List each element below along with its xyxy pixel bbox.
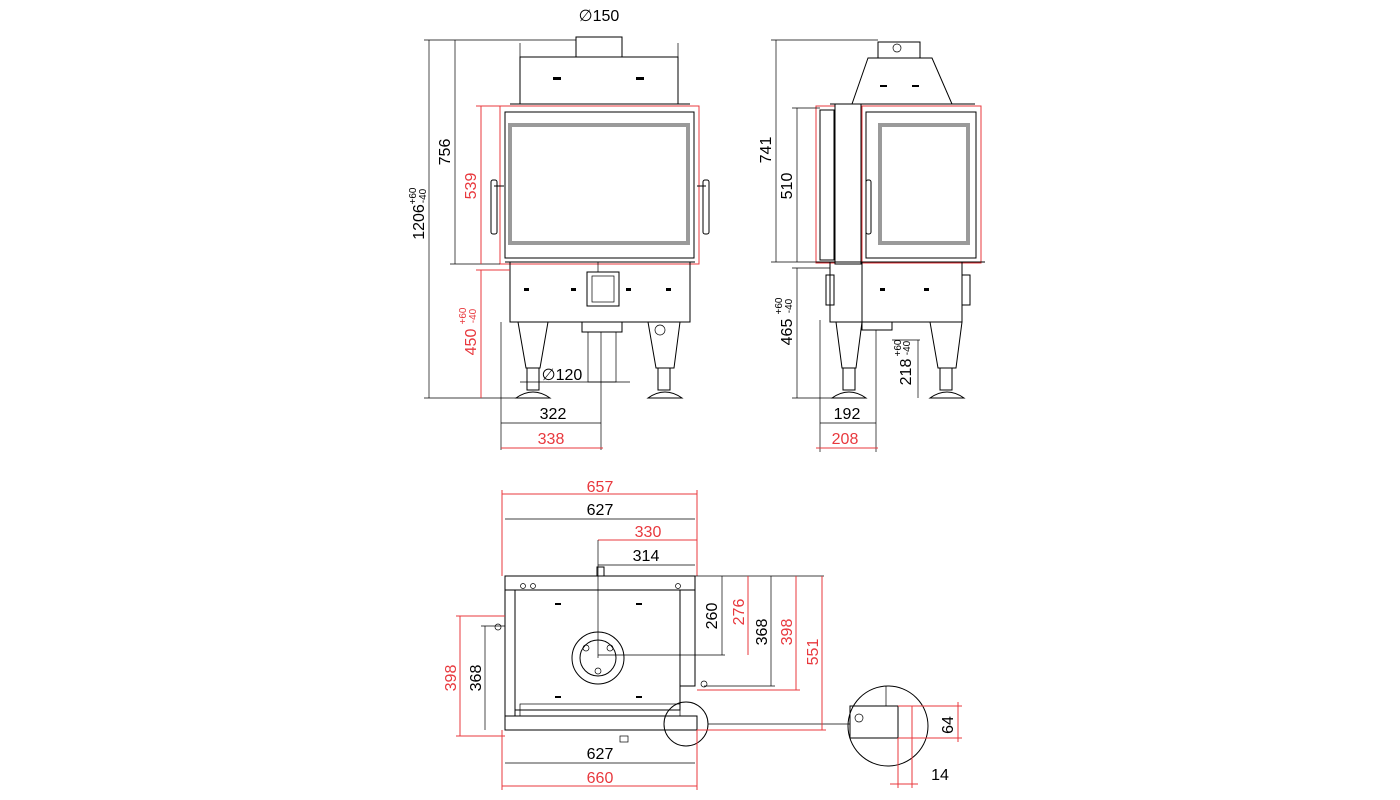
side-height-base-label: 465 <box>779 319 796 346</box>
plan-width-bottom-red-label: 660 <box>587 770 614 787</box>
front-outlet-diameter-label: ∅120 <box>542 367 583 384</box>
plan-depth-398-label: 398 <box>779 619 796 646</box>
front-height-total-tol-upper: +60 <box>408 187 419 204</box>
plan-width-top-red-label: 657 <box>587 479 614 496</box>
front-outlet-offset-black-label: 322 <box>540 406 567 423</box>
front-dimensions <box>424 39 630 450</box>
side-dimensions <box>771 39 920 452</box>
plan-dimensions <box>456 490 826 790</box>
side-height-base-tol-upper: +60 <box>774 297 785 314</box>
plan-depth-368-label: 368 <box>754 619 771 646</box>
front-height-upper-label: 756 <box>437 139 454 166</box>
side-outlet-offset-red-label: 208 <box>832 431 859 448</box>
front-height-base-label: 450 <box>463 329 480 356</box>
front-height-base-tol-upper: +60 <box>458 307 469 324</box>
side-outlet-height-tol-lower: -40 <box>902 340 913 355</box>
plan-depth-276-label: 276 <box>731 599 748 626</box>
side-height-door-label: 510 <box>779 173 796 200</box>
side-height-upper-label: 741 <box>758 137 775 164</box>
side-height-base-tol-lower: -40 <box>784 298 795 313</box>
side-view <box>815 41 985 399</box>
plan-width-bottom-black-label: 627 <box>587 746 614 763</box>
plan-left-398-label: 398 <box>443 665 460 692</box>
plan-view <box>494 566 850 747</box>
plan-depth-551-label: 551 <box>805 639 822 666</box>
front-view <box>490 36 710 399</box>
plan-depth-260-label: 260 <box>704 603 721 630</box>
front-height-total-tol-lower: -40 <box>418 188 429 203</box>
side-outlet-height-tol-upper: +60 <box>893 339 904 356</box>
side-outlet-height-label: 218 <box>898 359 915 386</box>
front-height-base-tol-lower: -40 <box>468 308 479 323</box>
plan-left-368-label: 368 <box>468 665 485 692</box>
side-outlet-offset-black-label: 192 <box>834 406 861 423</box>
plan-width-top-black-label: 627 <box>587 502 614 519</box>
detail-offset-label: 14 <box>931 767 949 784</box>
front-height-door-label: 539 <box>463 173 480 200</box>
front-flue-diameter-label: ∅150 <box>579 8 620 25</box>
front-height-total-label: 1206 <box>411 204 428 240</box>
plan-flue-offset-black-label: 314 <box>633 548 660 565</box>
front-outlet-offset-red-label: 338 <box>538 431 565 448</box>
detail-height-label: 64 <box>940 716 957 734</box>
plan-flue-offset-red-label: 330 <box>635 524 662 541</box>
detail-view <box>847 685 962 788</box>
